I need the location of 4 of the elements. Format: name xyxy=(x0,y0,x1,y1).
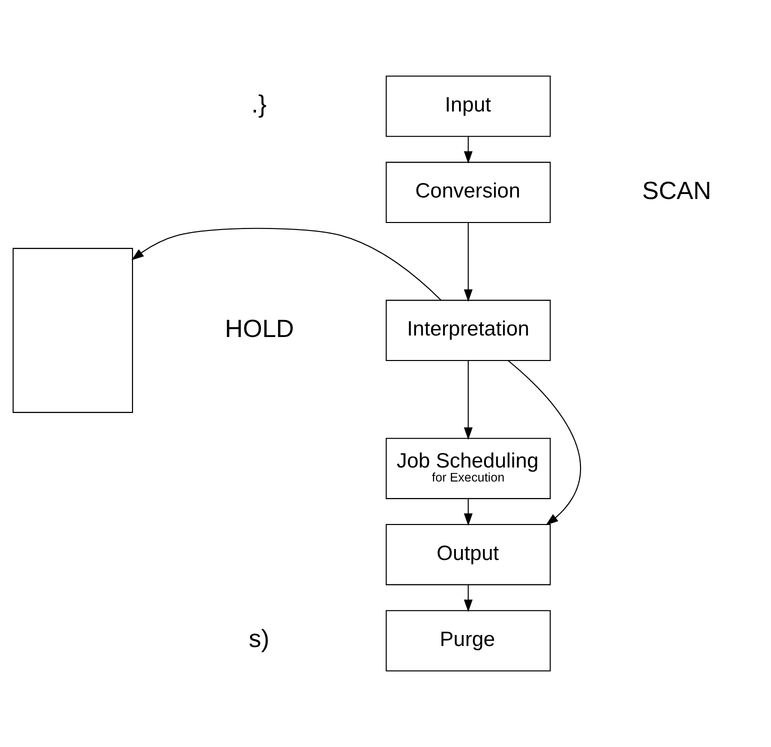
label: HOLD xyxy=(224,314,294,343)
label: s) xyxy=(248,625,269,654)
label: SCAN xyxy=(642,176,711,205)
label: .} xyxy=(250,90,266,119)
